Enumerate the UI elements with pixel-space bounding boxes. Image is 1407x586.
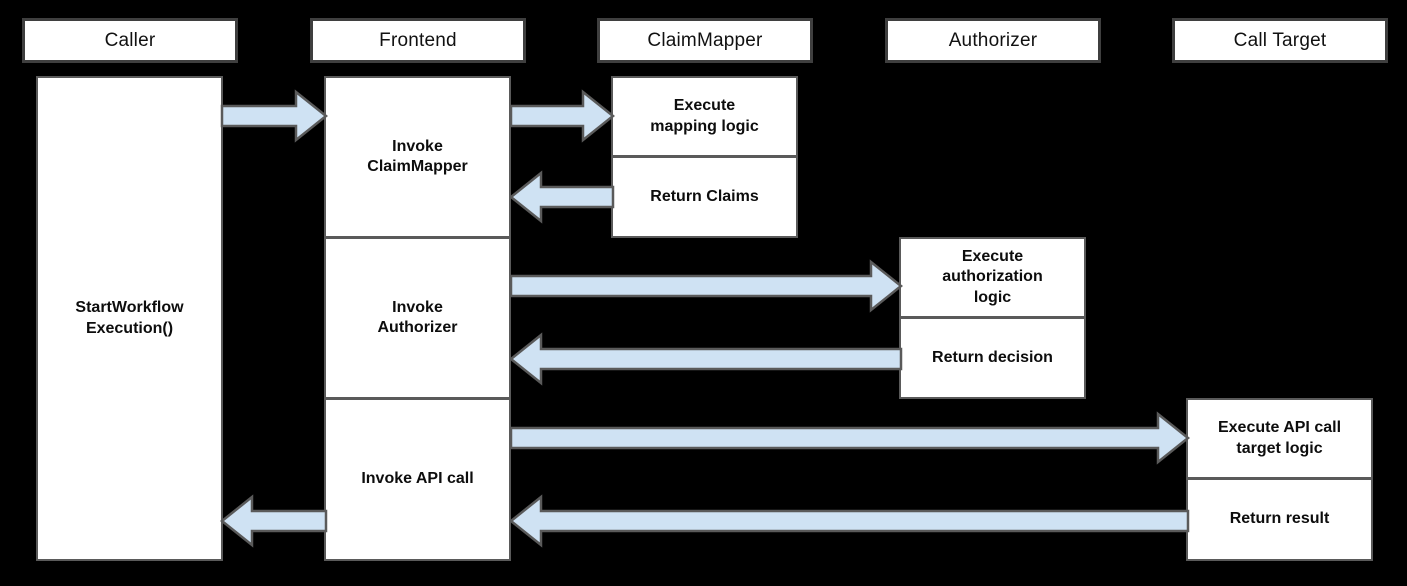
activation-calltarget-return[interactable]: Return result [1186,478,1373,561]
activation-label-claimmapper-return: Return Claims [650,187,759,205]
lifeline-label-frontend: Frontend [379,29,457,51]
arrow-claimmapper-to-frontend[interactable] [508,170,615,224]
arrow-calltarget-to-frontend[interactable] [508,494,1190,548]
lifeline-header-caller[interactable]: Caller [22,18,238,63]
activation-claimmapper-return[interactable]: Return Claims [611,156,798,238]
arrow-frontend-to-calltarget[interactable] [509,411,1191,465]
lifeline-header-frontend[interactable]: Frontend [310,18,526,63]
lifeline-label-calltarget: Call Target [1233,29,1327,51]
arrow-caller-to-frontend[interactable] [220,89,329,143]
activation-label-calltarget-return: Return result [1229,510,1330,528]
activation-label-authorizer-return: Return decision [932,348,1053,366]
lifeline-label-claimmapper: ClaimMapper [647,29,763,51]
activation-authorizer-return[interactable]: Return decision [899,317,1086,399]
lifeline-label-caller: Caller [104,29,156,51]
lifeline-label-authorizer: Authorizer [948,29,1038,51]
activation-frontend-invoke-api-call[interactable]: Invoke API call [324,398,511,561]
arrow-authorizer-to-frontend[interactable] [508,332,903,386]
arrow-frontend-to-caller[interactable] [219,494,328,548]
lifeline-header-calltarget[interactable]: Call Target [1172,18,1388,63]
lifeline-header-authorizer[interactable]: Authorizer [885,18,1101,63]
lifeline-header-claimmapper[interactable]: ClaimMapper [597,18,813,63]
activation-label-frontend-invoke-api-call: Invoke API call [361,470,474,488]
arrow-frontend-to-authorizer[interactable] [509,259,904,313]
arrow-frontend-to-claimmapper[interactable] [509,89,616,143]
